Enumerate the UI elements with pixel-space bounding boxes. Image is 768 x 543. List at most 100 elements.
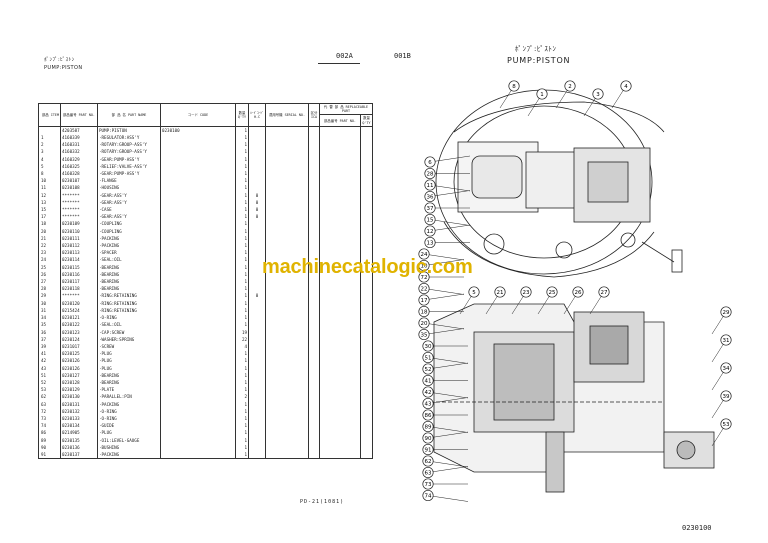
cell-empty [308,328,320,336]
cell-part-no: 4160332 [60,148,98,156]
cell-empty [308,162,320,171]
cell-part-name: ·COUPLING [97,220,161,228]
callout-label: 4 [624,84,628,90]
cell-empty [360,256,373,264]
cell-empty [360,342,373,351]
callout-42: 42 [422,386,469,399]
cell-qty: 1 [235,378,249,387]
cell-item: 5 [38,162,61,171]
cell-code [160,436,236,444]
cell-code [160,227,236,235]
cell-empty [360,407,373,415]
cell-qty: 1 [235,242,249,250]
diagram-page-code: 001B [394,52,411,60]
cell-empty [360,234,373,243]
cell-part-no: 0230121 [60,314,98,322]
cell-code [160,220,236,228]
cell-part-no: 0230115 [60,263,98,271]
cell-empty [319,378,361,387]
cell-empty [265,335,309,343]
cell-part-no: 4160328 [60,170,98,178]
cell-part-name: PUMP:PISTON [97,126,161,135]
cell-part-no: 4160329 [60,155,98,163]
callout-86: 86 [422,409,468,421]
cell-qty: 1 [235,249,249,257]
cell-part-name: ·O-RING [97,414,161,423]
callout-label: 17 [421,298,428,304]
cell-empty [308,350,320,358]
col-header-hc: ﾊｰﾄﾞｺｰﾄﾞ H-C [248,103,266,127]
cell-empty [265,285,309,293]
cell-qty: 1 [235,162,249,171]
cell-part-no: 0230131 [60,400,98,408]
cell-empty [308,371,320,379]
cell-empty [360,299,373,307]
cell-empty [360,328,373,336]
page-title-jp: ﾎﾟﾝﾌﾟ:ﾋﾟｽﾄﾝ [44,57,75,63]
cell-code [160,242,236,250]
callout-label: 43 [425,402,432,408]
cell-empty [319,414,361,423]
cell-empty [319,162,361,171]
cell-part-no: 0230107 [60,177,98,185]
cell-empty [360,400,373,408]
cell-part-no: ******* [60,292,98,300]
cell-part-name: ·GEAR:PUMP-ASS'Y [97,155,161,163]
cell-code [160,414,236,423]
callout-62: 62 [422,455,469,468]
cell-empty [308,198,320,207]
cell-part-name: ·PACKING [97,450,161,460]
cell-code [160,155,236,163]
cell-empty [265,162,309,171]
cell-empty [360,364,373,372]
cell-item: 21 [38,234,61,243]
cell-part-no: 0230134 [60,422,98,430]
cell-empty [308,134,320,142]
cell-empty [360,393,373,401]
cell-item: 28 [38,285,61,293]
cell-code [160,162,236,171]
cell-hc [248,342,266,351]
cell-item: 15 [38,206,61,214]
cell-hc: 0 [248,292,266,300]
callout-89: 89 [422,420,469,433]
col-header-ic: 区分 ICA [308,103,320,127]
callout-label: 2 [568,84,572,90]
cell-hc [248,306,266,315]
cell-item: 10 [38,177,61,185]
cell-empty [308,414,320,423]
cell-part-no: 0230125 [60,350,98,358]
cell-part-name: ·BEARING [97,263,161,271]
cell-part-no: ******* [60,213,98,221]
cell-empty [308,148,320,156]
cell-empty [265,386,309,394]
cell-empty [319,126,361,135]
cell-qty: 1 [235,270,249,279]
cell-qty: 1 [235,436,249,444]
cell-code [160,450,236,460]
cell-qty: 1 [235,155,249,163]
cell-code [160,357,236,365]
cell-empty [360,450,373,460]
callout-label: 90 [425,436,432,442]
cell-empty [265,422,309,430]
cell-empty [265,357,309,365]
cell-empty [360,371,373,379]
cell-empty [308,450,320,460]
cell-qty: 1 [235,220,249,228]
cell-empty [360,270,373,279]
cell-part-no: 0230124 [60,335,98,343]
cell-empty [319,184,361,192]
callout-label: 29 [723,310,730,316]
cell-empty [319,220,361,228]
cell-empty [308,306,320,315]
cell-empty [265,278,309,286]
cell-item: 90 [38,443,61,451]
cell-empty [308,292,320,300]
